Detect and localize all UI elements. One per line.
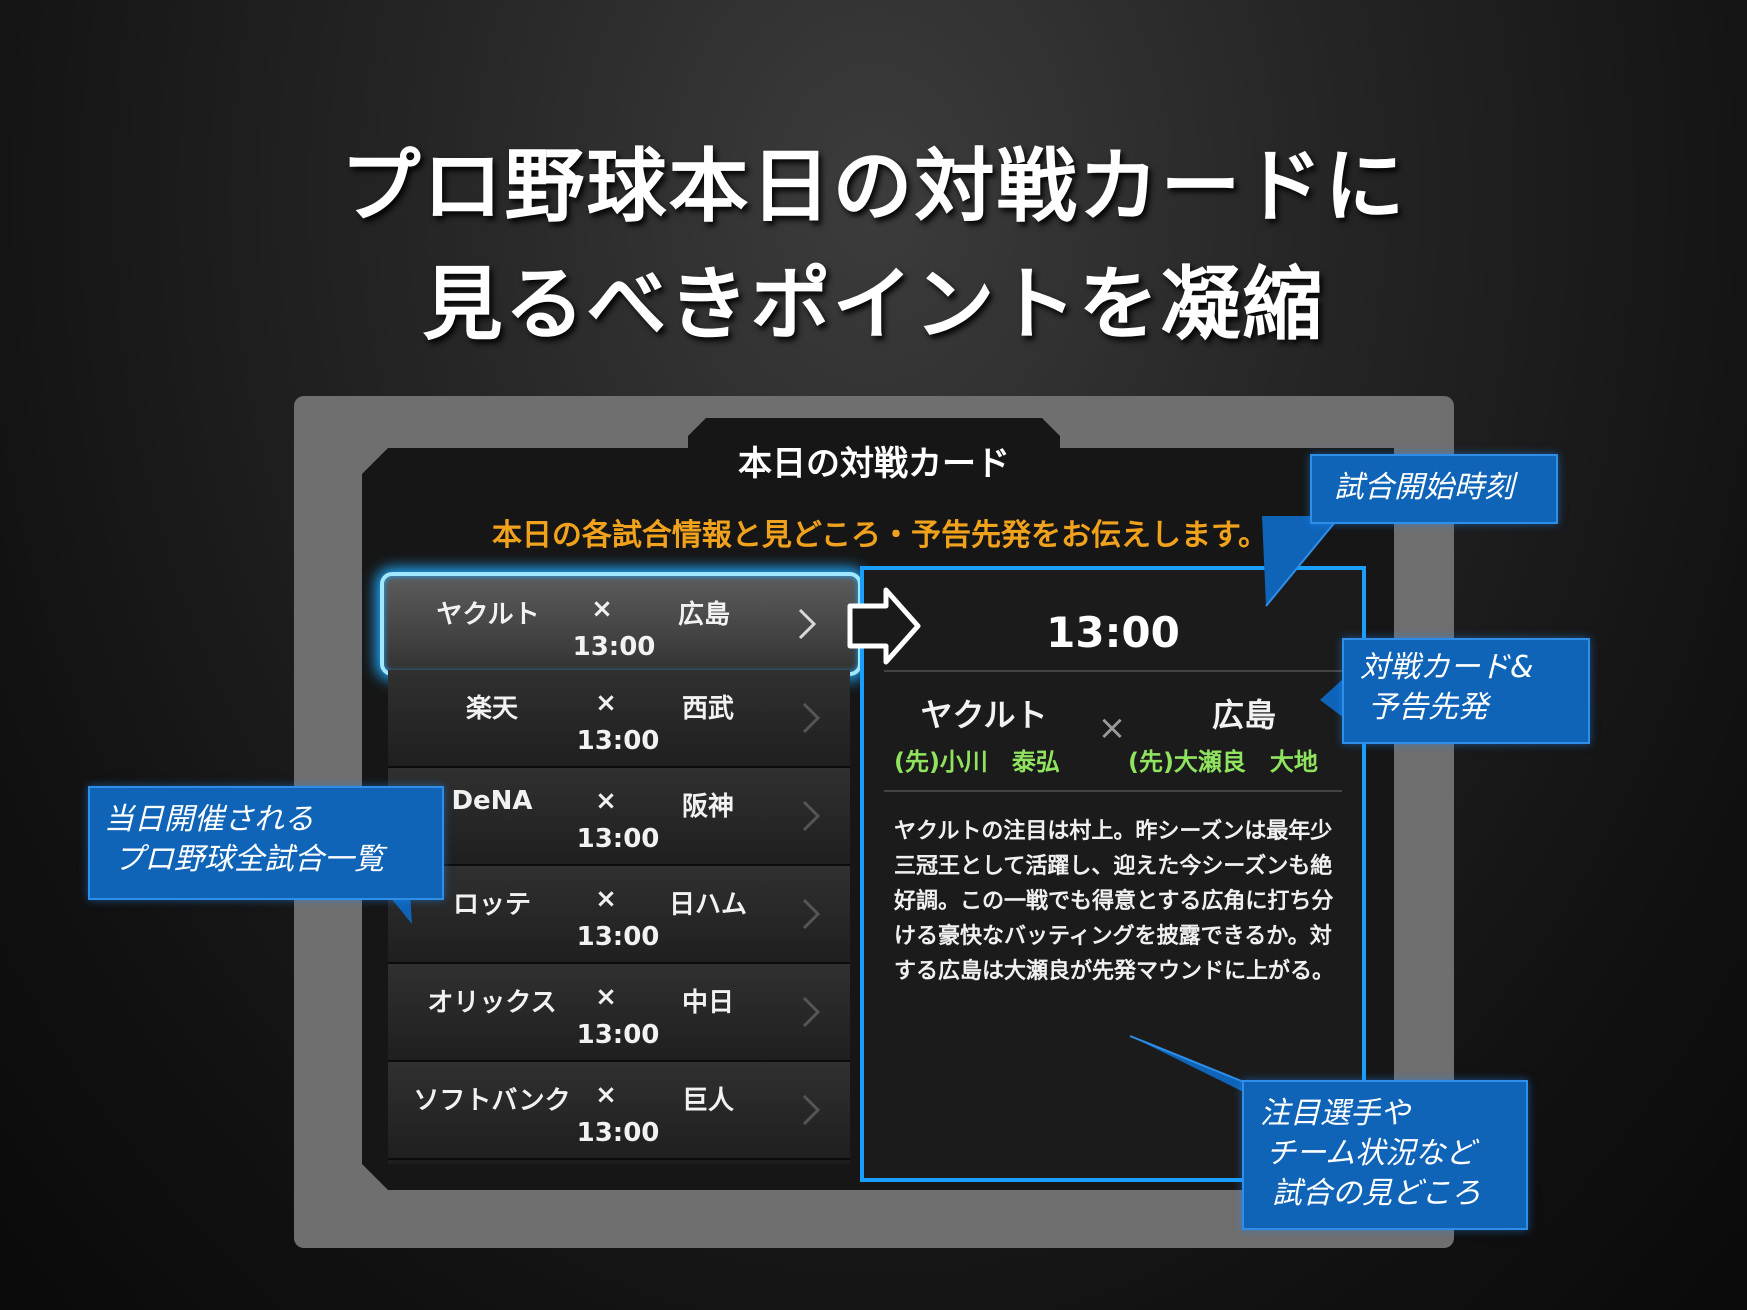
- vs-mark: ×: [595, 884, 617, 914]
- away-team: 広島: [677, 600, 730, 630]
- panel-title: 本日の対戦カード: [738, 444, 1010, 484]
- home-team: DeNA: [451, 786, 533, 816]
- callout-text: 試合開始時刻: [1334, 470, 1514, 505]
- callout-start-time: 試合開始時刻: [1310, 454, 1558, 524]
- away-team: 中日: [681, 988, 734, 1018]
- callout-text: 当日開催される: [104, 802, 314, 837]
- callout-all-games: 当日開催される プロ野球全試合一覧: [88, 786, 444, 900]
- detail-vs-mark: ×: [1097, 708, 1127, 748]
- vs-mark: ×: [595, 982, 617, 1012]
- home-team: オリックス: [427, 988, 557, 1018]
- callout-text: 対戦カード&: [1360, 650, 1534, 685]
- game-time: 13:00: [576, 922, 660, 952]
- callout-matchup: 対戦カード& 予告先発: [1342, 638, 1590, 744]
- home-team: ソフトバンク: [413, 1086, 571, 1116]
- game-list: ヤクルト × 広島 13:00 楽天 × 西武 13:00 DeNA × 阪神 …: [380, 572, 862, 1164]
- game-time: 13:00: [572, 632, 656, 662]
- chevron-right-icon: [802, 1094, 821, 1126]
- vs-mark: ×: [595, 1080, 617, 1110]
- game-time: 13:00: [576, 1020, 660, 1050]
- callout-highlights: 注目選手や チーム状況など 試合の見どころ: [1242, 1080, 1528, 1230]
- callout-text: チーム状況など: [1266, 1136, 1476, 1171]
- game-row-6[interactable]: ソフトバンク × 巨人 13:00: [388, 1062, 850, 1160]
- chevron-right-icon: [802, 898, 821, 930]
- detail-away-team: 広島: [1211, 696, 1276, 734]
- game-row-5[interactable]: オリックス × 中日 13:00: [388, 964, 850, 1062]
- callout-text: 予告先発: [1368, 690, 1488, 725]
- callout-text: プロ野球全試合一覧: [114, 842, 384, 877]
- away-team: 日ハム: [668, 890, 747, 920]
- away-team: 西武: [681, 694, 734, 724]
- callout-text: 試合の見どころ: [1272, 1176, 1482, 1211]
- home-team: 楽天: [465, 694, 518, 724]
- game-time: 13:00: [576, 1118, 660, 1148]
- headline-line-1: プロ野球本日の対戦カードに: [340, 140, 1407, 233]
- away-team: 巨人: [681, 1086, 734, 1116]
- game-row-2[interactable]: 楽天 × 西武 13:00: [388, 670, 850, 768]
- chevron-right-icon: [802, 800, 821, 832]
- game-time: 13:00: [576, 824, 660, 854]
- vs-mark: ×: [595, 786, 617, 816]
- game-time: 13:00: [576, 726, 660, 756]
- game-row-4[interactable]: ロッテ × 日ハム 13:00: [388, 866, 850, 964]
- detail-home-pitcher: (先)小川 泰弘: [894, 748, 1060, 776]
- chevron-right-icon: [802, 996, 821, 1028]
- chevron-right-icon: [802, 702, 821, 734]
- away-team: 阪神: [681, 792, 734, 822]
- chevron-right-icon: [798, 608, 817, 640]
- detail-start-time: 13:00: [1046, 608, 1180, 657]
- detail-description: ヤクルトの注目は村上。昨シーズンは最年少三冠王として活躍し、迎えた今シーズンも絶…: [894, 819, 1335, 984]
- headline-line-2: 見るべきポイントを凝縮: [422, 258, 1325, 351]
- panel-subtitle: 本日の各試合情報と見どころ・予告先発をお伝えします。: [491, 518, 1269, 553]
- divider: [884, 790, 1342, 792]
- game-row-1[interactable]: ヤクルト × 広島 13:00: [380, 572, 862, 676]
- detail-away-pitcher: (先)大瀬良 大地: [1128, 748, 1318, 776]
- game-detail-panel: 13:00 ヤクルト × 広島 (先)小川 泰弘 (先)大瀬良 大地 ヤクルトの…: [860, 566, 1366, 1182]
- callout-text: 注目選手や: [1260, 1096, 1410, 1131]
- vs-mark: ×: [595, 688, 617, 718]
- divider: [884, 670, 1342, 672]
- vs-mark: ×: [591, 594, 613, 624]
- home-team: ヤクルト: [436, 600, 540, 630]
- detail-home-team: ヤクルト: [920, 696, 1048, 734]
- panel-title-tab: [688, 418, 1060, 482]
- game-row-3[interactable]: DeNA × 阪神 13:00: [388, 768, 850, 866]
- home-team: ロッテ: [452, 890, 531, 920]
